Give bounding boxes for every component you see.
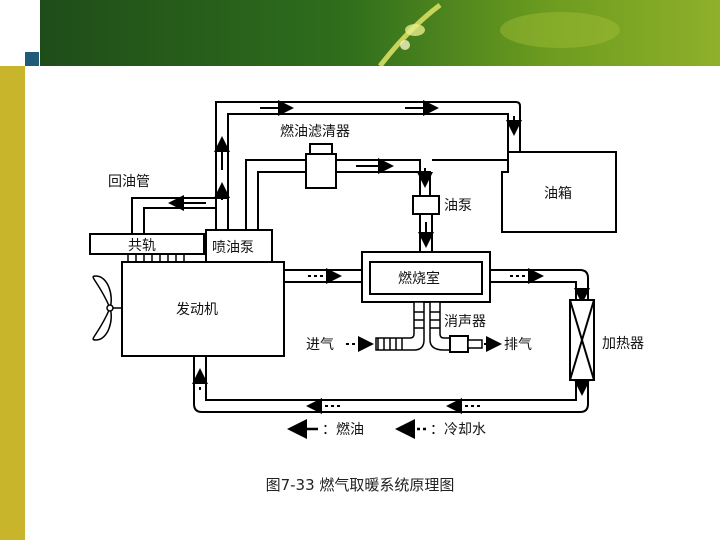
combustion-chamber	[369, 261, 483, 295]
coolant-flow-arrows	[192, 268, 590, 414]
common-rail	[89, 233, 205, 255]
label-fuel-tank: 油箱	[544, 186, 572, 202]
label-heater: 加热器	[602, 336, 644, 352]
fuel-flow-arrows	[168, 100, 522, 248]
heater	[569, 299, 595, 381]
intake-hose	[375, 301, 425, 351]
muffler	[449, 335, 469, 353]
label-injection-pump: 喷油泵	[212, 240, 254, 256]
engine	[121, 261, 285, 357]
label-return-pipe: 回油管	[108, 174, 150, 190]
label-fuel-pump: 油泵	[444, 198, 472, 214]
common-rail-injectors	[127, 254, 185, 262]
left-accent-bar	[0, 66, 25, 540]
label-combustion-chamber: 燃烧室	[398, 270, 440, 287]
exhaust-pipe	[467, 339, 483, 349]
fuel-pump	[412, 195, 440, 215]
label-exhaust: 排气	[504, 337, 532, 353]
legend-coolant-label: ：冷却水	[430, 422, 486, 438]
label-fuel-filter: 燃油滤清器	[280, 123, 350, 140]
label-muffler: 消声器	[444, 314, 486, 330]
slide-banner-image	[40, 0, 720, 66]
legend-fuel-label: ：燃油	[322, 421, 364, 438]
label-intake: 进气	[306, 337, 334, 353]
fuel-filter	[305, 143, 337, 189]
coolant-pipes	[193, 269, 589, 413]
injection-pump	[205, 229, 273, 263]
fuel-pipes	[131, 101, 521, 264]
figure-caption: 图7-33 燃气取暖系统原理图	[265, 476, 455, 494]
fuel-tank	[501, 151, 617, 233]
label-common-rail: 共轨	[128, 238, 156, 254]
fan-icon	[92, 275, 122, 341]
label-engine: 发动机	[176, 302, 218, 318]
corner-accent-square	[25, 52, 39, 66]
